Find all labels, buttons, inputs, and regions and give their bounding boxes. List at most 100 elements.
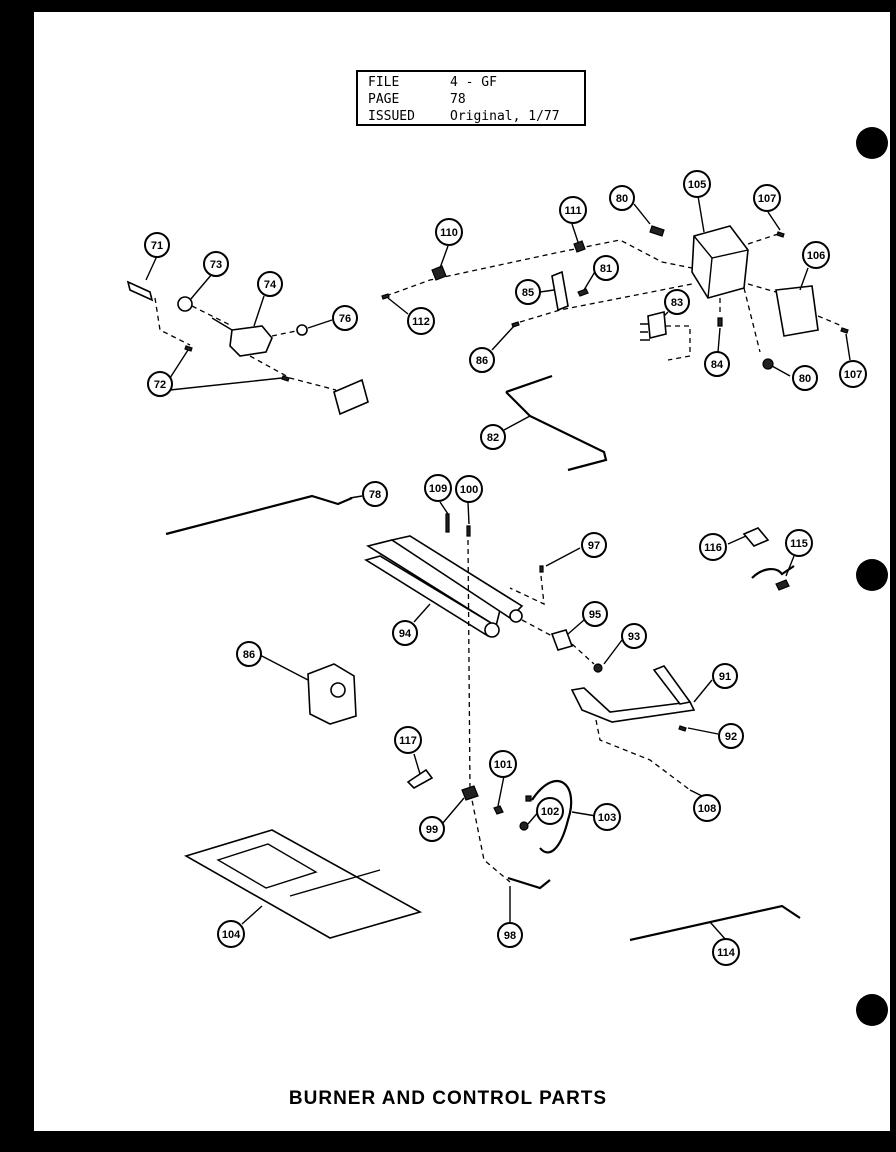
- binder-hole-bottom: [856, 994, 888, 1026]
- callout-91: 91: [712, 663, 738, 689]
- callout-89-top-label: 80: [616, 193, 628, 205]
- part-93-nut: [593, 663, 603, 673]
- callout-74-label: 74: [264, 279, 277, 291]
- callout-101-label: 101: [494, 759, 512, 771]
- callout-93-label: 93: [628, 631, 640, 643]
- callout-97-label: 97: [588, 540, 600, 552]
- part-88-knob: [330, 682, 346, 698]
- scan-border-bottom: [0, 1131, 896, 1152]
- callout-108: 108: [693, 794, 721, 822]
- callout-103-label: 103: [598, 812, 616, 824]
- part-102-nut: [519, 821, 529, 831]
- leader-71: [154, 297, 191, 346]
- callout-95-label: 95: [589, 609, 601, 621]
- binder-hole-top: [856, 127, 888, 159]
- callout-81-label: 81: [600, 263, 612, 275]
- part-86-screw-upper: [511, 321, 520, 328]
- callout-74: 74: [257, 271, 283, 297]
- part-104-plate: [183, 829, 423, 939]
- leader-95: [521, 619, 553, 637]
- leader-line-72: [169, 349, 283, 391]
- part-92-screw: [678, 725, 687, 732]
- issued-value: Original, 1/77: [450, 109, 560, 124]
- part-71-bracket: [126, 280, 154, 302]
- callout-116-label: 116: [704, 542, 722, 554]
- part-100-screw: [466, 525, 471, 537]
- file-row: FILE 4 - GF: [368, 74, 584, 91]
- leader-line-82: [503, 415, 531, 431]
- callout-76: 76: [332, 305, 358, 331]
- callout-71-label: 71: [151, 240, 163, 252]
- leader-line-100: [467, 501, 470, 525]
- leader-97: [509, 575, 545, 606]
- callout-114: 114: [712, 938, 740, 966]
- part-85-terminal-block: [551, 270, 569, 312]
- leader-line-94: [413, 603, 431, 623]
- callout-78-label: 78: [369, 489, 381, 501]
- part-107-screw-bottom: [840, 327, 849, 334]
- file-info-box: FILE 4 - GF PAGE 78 ISSUED Original, 1/7…: [356, 70, 586, 126]
- callout-107-bottom-label: 107: [844, 369, 862, 381]
- callout-109-label: 109: [429, 483, 447, 495]
- part-78-tube: [165, 494, 353, 536]
- part-112-screw: [381, 293, 390, 300]
- callout-117-label: 117: [399, 735, 417, 747]
- part-105-junction-box: [691, 225, 749, 299]
- leader-line-74: [253, 295, 265, 327]
- leader-line-85: [539, 289, 555, 293]
- callout-115: 115: [785, 529, 813, 557]
- leader-line-93: [603, 639, 623, 665]
- leader-108: [595, 719, 691, 791]
- part-91-arm: [652, 665, 692, 705]
- callout-95: 95: [582, 601, 608, 627]
- callout-83-label: 83: [671, 297, 683, 309]
- page-row: PAGE 78: [368, 91, 584, 108]
- leader-line-84: [717, 327, 721, 353]
- part-95-orifice: [550, 629, 574, 651]
- leader-line-101: [497, 775, 505, 807]
- callout-81: 81: [593, 255, 619, 281]
- callout-78: 78: [362, 481, 388, 507]
- part-94-burner-end-b: [509, 609, 523, 623]
- callout-82: 82: [480, 424, 506, 450]
- callout-71: 71: [144, 232, 170, 258]
- leader-line-114: [709, 921, 727, 941]
- part-103-tubing: [531, 779, 573, 854]
- callout-105-label: 105: [688, 179, 706, 191]
- leader-line-78: [349, 495, 363, 499]
- leader-line-106: [799, 267, 809, 291]
- part-91-bracket: [570, 687, 696, 723]
- file-value: 4 - GF: [450, 75, 497, 90]
- leader-line-95: [567, 619, 585, 635]
- file-label: FILE: [368, 75, 400, 90]
- callout-85-label: 85: [522, 287, 534, 299]
- leader-line-73: [189, 273, 213, 301]
- callout-110: 110: [435, 218, 463, 246]
- callout-92: 92: [718, 723, 744, 749]
- part-74-bracket: [333, 378, 369, 416]
- leader-line-97: [545, 547, 581, 567]
- leader-line-88: [257, 653, 309, 681]
- leader-upper-assembly: [385, 239, 693, 297]
- part-98-thermocouple: [507, 876, 551, 890]
- callout-73-label: 73: [210, 259, 222, 271]
- callout-86-upper: 86: [469, 347, 495, 373]
- leader-line-91: [693, 679, 713, 703]
- callout-97: 97: [581, 532, 607, 558]
- leader-line-76: [307, 319, 333, 329]
- leader-line-110: [439, 245, 449, 269]
- leader-line-107-bottom: [845, 333, 851, 361]
- callouts: 71 72 73 74 76 78 80 80 81 82 83 84 85 8…: [144, 170, 867, 966]
- part-94-burner-tube-c: [389, 535, 524, 620]
- part-105-edges: [693, 235, 749, 299]
- part-114-rod: [629, 904, 801, 942]
- leader-line-115: [785, 555, 795, 577]
- callout-98-label: 98: [504, 930, 516, 942]
- callout-108-label: 108: [698, 803, 716, 815]
- leader-line-103: [571, 811, 597, 817]
- leader-line-92: [687, 727, 719, 735]
- part-74-valve: [229, 325, 273, 357]
- callout-92-label: 92: [725, 731, 737, 743]
- part-83-transformer: [647, 310, 667, 340]
- callout-83: 83: [664, 289, 690, 315]
